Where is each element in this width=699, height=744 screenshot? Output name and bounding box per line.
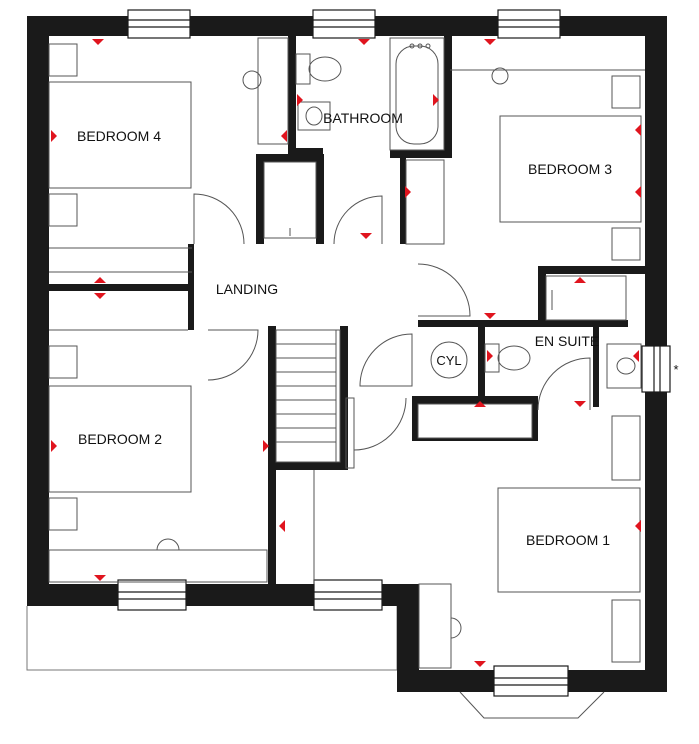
bath — [389, 37, 445, 151]
room-label-landing: LANDING — [216, 281, 278, 297]
wardrobe-bedroom-2 — [48, 549, 268, 583]
dimension-marker — [279, 520, 285, 532]
asterisk-note: * — [673, 362, 678, 377]
cylinder — [430, 341, 468, 379]
dimension-marker — [281, 130, 287, 142]
dimension-marker — [297, 94, 303, 106]
dimension-marker — [484, 39, 496, 45]
marker-layer — [51, 39, 641, 667]
ensuite-basin — [606, 343, 642, 389]
dimension-marker — [94, 277, 106, 283]
room-label-en-suite: EN SUITE — [535, 333, 600, 349]
dimension-marker — [474, 661, 486, 667]
wardrobe-bedroom-1 — [418, 583, 452, 669]
interior-walls — [49, 36, 645, 584]
room-label-bedroom-1: BEDROOM 1 — [526, 532, 610, 548]
dimension-marker — [360, 233, 372, 239]
bed-bedroom-3 — [499, 115, 642, 223]
dimension-marker — [474, 401, 486, 407]
bed-bedroom-2 — [48, 385, 192, 493]
dimension-marker — [487, 350, 493, 362]
bedside-table — [48, 193, 78, 227]
staircase — [275, 329, 355, 469]
dimension-marker — [484, 313, 496, 319]
door-swings — [193, 193, 591, 451]
dimension-marker — [633, 350, 639, 362]
room-label-bathroom: BATHROOM — [323, 110, 403, 126]
dimension-marker — [635, 520, 641, 532]
dimension-marker — [635, 186, 641, 198]
dimension-marker — [405, 186, 411, 198]
room-label-bedroom-2: BEDROOM 2 — [78, 431, 162, 447]
dimension-marker — [92, 39, 104, 45]
dimension-marker — [94, 575, 106, 581]
ensuite-toilet-cistern — [484, 343, 500, 373]
wardrobe-bedroom-4 — [257, 37, 289, 145]
furniture — [48, 37, 645, 669]
dimension-marker — [51, 440, 57, 452]
room-label-bedroom-3: BEDROOM 3 — [528, 161, 612, 177]
bed-bedroom-1 — [497, 487, 641, 593]
bay-window-outline — [459, 691, 605, 719]
toilet-bowl — [308, 56, 342, 82]
dimension-marker — [433, 94, 439, 106]
dimension-marker — [635, 124, 641, 136]
dimension-marker — [263, 440, 269, 452]
room-label-bedroom-4: BEDROOM 4 — [77, 128, 161, 144]
cylinder-label: CYL — [436, 353, 461, 368]
dimension-marker — [574, 277, 586, 283]
terrace-outline — [26, 606, 398, 671]
windows — [117, 9, 671, 697]
dimension-marker — [51, 130, 57, 142]
bed-bedroom-4 — [48, 81, 192, 189]
dimension-marker — [574, 401, 586, 407]
dimension-marker — [94, 293, 106, 299]
toilet-cistern — [295, 53, 311, 85]
dimension-marker — [358, 39, 370, 45]
bedside-table — [48, 43, 78, 77]
basin — [297, 101, 331, 131]
shower — [545, 275, 627, 321]
